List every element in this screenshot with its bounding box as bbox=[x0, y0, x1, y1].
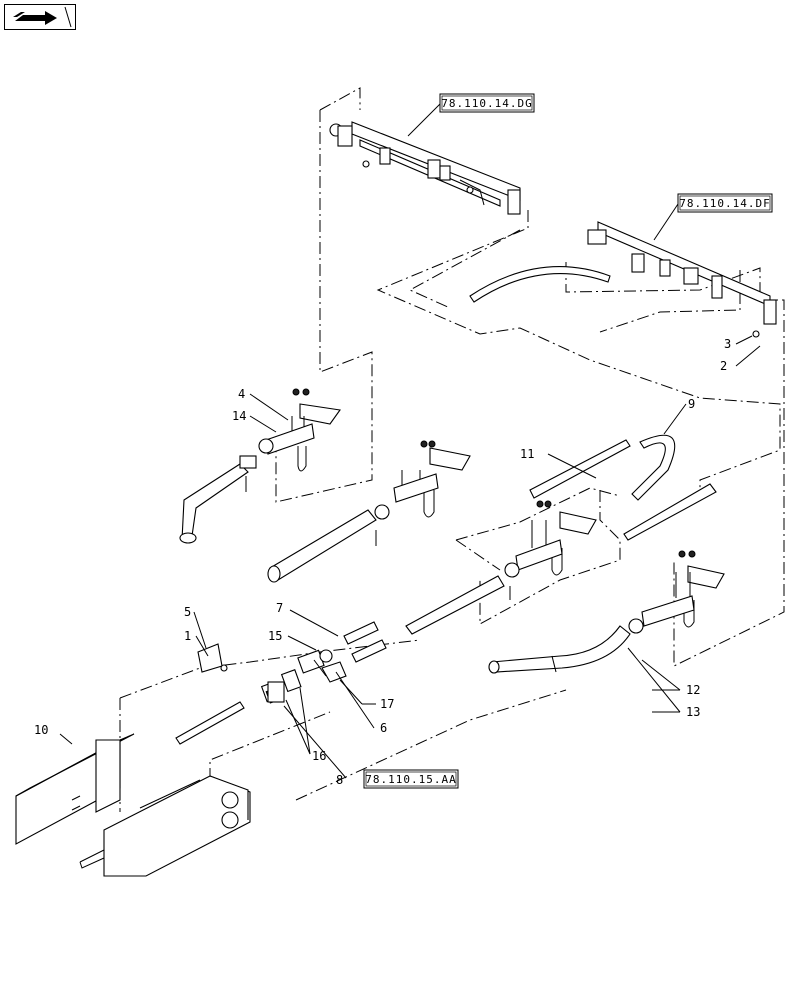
callout-15: 15 bbox=[268, 629, 282, 643]
callout-7: 7 bbox=[276, 601, 283, 615]
reference-box-dg[interactable]: 78.110.14.DG bbox=[407, 93, 535, 137]
reference-label-dg: 78.110.14.DG bbox=[441, 97, 532, 110]
callout-11: 11 bbox=[520, 447, 534, 461]
callout-12: 12 bbox=[686, 683, 700, 697]
callout-10: 10 bbox=[34, 723, 48, 737]
callout-13: 13 bbox=[686, 705, 700, 719]
leader-lines bbox=[59, 335, 761, 779]
right-lower-mount-group bbox=[488, 550, 725, 674]
callout-16: 16 bbox=[312, 749, 326, 763]
next-page-button[interactable] bbox=[4, 4, 76, 30]
callout-5: 5 bbox=[184, 605, 191, 619]
left-mount-group bbox=[179, 388, 341, 544]
callout-9: 9 bbox=[688, 397, 695, 411]
lower-center-mount-group bbox=[504, 500, 597, 600]
reference-label-aa: 78.110.15.AA bbox=[365, 773, 456, 786]
callout-1: 1 bbox=[184, 629, 191, 643]
frame-assembly bbox=[15, 733, 251, 877]
callout-17: 17 bbox=[380, 697, 394, 711]
tube-set bbox=[405, 434, 717, 635]
reference-box-aa[interactable]: 78.110.15.AA bbox=[363, 769, 459, 789]
callout-labels: 3 2 4 14 11 9 5 1 7 15 12 13 17 6 16 8 1… bbox=[34, 337, 731, 787]
center-mount-group bbox=[267, 440, 471, 583]
next-page-arrow-icon bbox=[13, 6, 72, 28]
reference-label-df: 78.110.14.DF bbox=[679, 197, 770, 210]
callout-8: 8 bbox=[336, 773, 343, 787]
valve-assembly bbox=[175, 621, 387, 745]
right-rail-assembly bbox=[469, 221, 777, 338]
upper-rail-assembly bbox=[329, 121, 521, 215]
callout-14: 14 bbox=[232, 409, 246, 423]
reference-box-df[interactable]: 78.110.14.DF bbox=[653, 193, 773, 241]
callout-2: 2 bbox=[720, 359, 727, 373]
callout-6: 6 bbox=[380, 721, 387, 735]
callout-3: 3 bbox=[724, 337, 731, 351]
callout-4: 4 bbox=[238, 387, 245, 401]
